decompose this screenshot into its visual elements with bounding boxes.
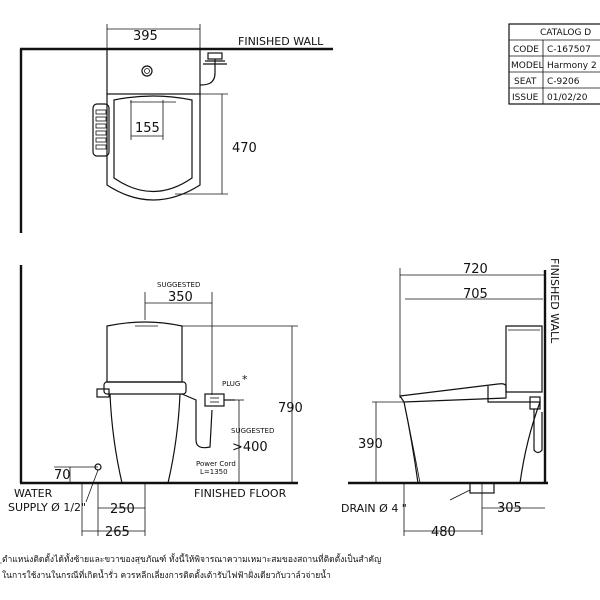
suggested-label-1: SUGGESTED	[157, 281, 200, 289]
title-block-value-seat: C-9206	[547, 77, 580, 87]
valve-flange	[203, 60, 227, 65]
dim-155-label: 155	[135, 121, 160, 136]
title-block-value-issue: 01/02/20	[547, 93, 588, 103]
title-block-key-issue: ISSUE	[512, 93, 539, 103]
control-button-5	[95, 137, 107, 143]
control-button-3	[95, 123, 107, 129]
water-supply-label-2: SUPPLY Ø 1/2"	[8, 501, 86, 514]
power-cord-label-2: L=1350	[200, 468, 228, 476]
title-block-header: CATALOG D	[540, 28, 591, 38]
title-block-key-seat: SEAT	[514, 77, 537, 87]
flush-button-inner	[144, 68, 150, 74]
control-button-6	[95, 144, 107, 150]
tank-side	[505, 325, 543, 393]
seat-outline	[113, 95, 193, 193]
dim-470-label: 470	[232, 141, 257, 156]
dim-705-label: 705	[463, 287, 488, 302]
note-line-2: ในการใช้งานในกรณีที่เกิดน้ำรั่ว ควรหลีกเ…	[2, 569, 331, 581]
bowl-side	[403, 401, 541, 484]
dim-390-label: 390	[358, 437, 383, 452]
dim-70-label: 70	[54, 468, 71, 483]
title-block-key-model: MODEL	[511, 61, 543, 71]
dim-265-label: 265	[105, 525, 130, 540]
finished-wall-label-top: FINISHED WALL	[238, 35, 324, 48]
bowl-front	[109, 393, 181, 484]
power-cord-label-1: Power Cord	[196, 460, 236, 468]
tank-front	[106, 321, 183, 383]
tank-top	[106, 48, 201, 95]
dim-720-label: 720	[463, 262, 488, 277]
drain-leader	[449, 489, 471, 501]
title-block: CATALOG D CODE C-167507 MODEL Harmony 2 …	[508, 23, 600, 105]
plug-label: PLUG	[222, 380, 240, 388]
dim-305-label: 305	[497, 501, 522, 516]
title-block-key-code: CODE	[513, 45, 539, 55]
side-valve	[529, 396, 541, 410]
control-panel-front	[96, 388, 110, 398]
drain-label: DRAIN Ø 4 "	[341, 502, 407, 515]
title-block-frame	[508, 23, 600, 105]
suggested-label-2: SUGGESTED	[231, 427, 274, 435]
dim-395-label: 395	[133, 29, 158, 44]
finished-floor-label: FINISHED FLOOR	[194, 487, 287, 500]
top-view: FINISHED WALL 395 1	[19, 24, 333, 233]
water-supply-label-1: WATER	[14, 487, 53, 500]
seat-panel-side	[487, 386, 506, 403]
title-block-value-model: Harmony 2	[547, 61, 597, 71]
finished-wall-label-side: FINISHED WALL	[548, 258, 561, 344]
control-panel	[92, 103, 110, 157]
bowl-side-contour	[403, 401, 421, 484]
dim-400-label: >400	[232, 440, 268, 455]
dim-250-label: 250	[110, 502, 135, 517]
title-block-value-code: C-167507	[547, 45, 591, 55]
dim-350-label: 350	[168, 290, 193, 305]
seat-side	[398, 383, 507, 403]
supply-hose	[199, 72, 216, 86]
note-line-1: ฺตำแหน่งติดตั้งได้ทั้งซ้ายและขวาของสุขภั…	[0, 553, 381, 565]
control-buttons	[95, 109, 107, 150]
side-view: FINISHED WALL 720 705 390 DRAIN Ø 4 " 30…	[341, 258, 561, 540]
side-cord	[533, 409, 543, 454]
plug-asterisk: *	[242, 373, 248, 386]
water-supply-leader	[85, 469, 99, 503]
control-button-1	[95, 109, 107, 115]
plug-box	[204, 393, 225, 407]
control-button-4	[95, 130, 107, 136]
valve-body	[207, 52, 223, 60]
flush-button	[141, 65, 153, 77]
dim-790-label: 790	[278, 401, 303, 416]
dim-480-label: 480	[431, 525, 456, 540]
front-view: PLUG * WATER SUPPLY Ø 1/2" SUGGESTED 350…	[8, 265, 303, 540]
control-button-2	[95, 116, 107, 122]
bowl-outline	[106, 94, 201, 201]
seat-front	[103, 381, 187, 395]
power-cord	[181, 393, 213, 449]
